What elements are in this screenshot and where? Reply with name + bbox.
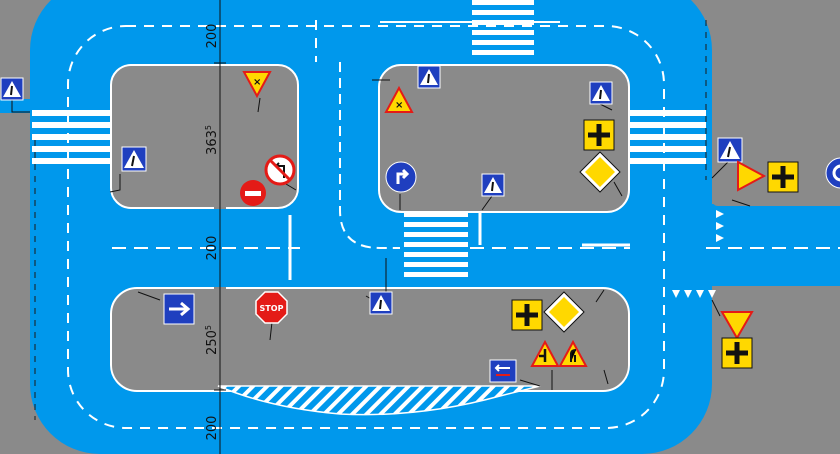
stop-sign-label: STOP — [260, 304, 284, 313]
roundabout-sign-icon — [825, 157, 840, 189]
island-east-lower — [716, 288, 840, 454]
pedestrian-crossing-sign-icon — [0, 77, 24, 101]
dim-top: 200 — [205, 24, 220, 49]
crossroads-warning-sign-icon: × — [242, 71, 272, 99]
one-way-sign-icon — [163, 293, 195, 325]
crosswalk-west — [32, 110, 112, 164]
crossroads-warning-sign-icon: × — [384, 85, 414, 113]
lane-markings — [34, 20, 840, 429]
yield-sign-icon — [737, 160, 767, 192]
pedestrian-crossing-sign-icon — [121, 146, 147, 172]
islands — [110, 62, 840, 454]
priority-crossroad-sign-icon — [721, 337, 753, 369]
priority-crossroad-sign-icon — [767, 161, 799, 193]
priority-crossroad-sign-icon — [583, 119, 615, 151]
ring-lane-line — [67, 25, 665, 429]
crosswalks — [32, 0, 706, 277]
oncoming-priority-sign-icon — [489, 359, 517, 383]
west-road-stub — [0, 99, 35, 113]
pedestrian-crossing-sign-icon — [589, 81, 613, 105]
east-road — [690, 204, 840, 286]
keep-right-sign-icon — [385, 161, 417, 193]
curve-lane-line — [339, 62, 400, 249]
crosswalk-east — [630, 110, 706, 164]
no-left-turn-sign-icon — [264, 154, 296, 186]
pedestrian-crossing-sign-icon — [417, 65, 441, 89]
hatched-area — [217, 385, 541, 416]
dim-upper-block: 3635 — [204, 125, 220, 155]
pedestrian-crossing-sign-icon — [481, 173, 505, 197]
dimension-labels: 200 3635 200 2505 200 — [204, 24, 220, 441]
svg-text:×: × — [395, 100, 403, 111]
stop-sign-icon: STOP — [255, 291, 288, 324]
priority-crossroad-sign-icon — [511, 299, 543, 331]
pedestrian-crossing-sign-icon — [369, 291, 393, 315]
traffic-signs: × × — [0, 65, 840, 383]
side-road-warning-sign-icon — [558, 339, 588, 367]
yield-markings — [672, 210, 724, 298]
dim-middle: 200 — [205, 236, 220, 261]
central-road — [300, 62, 334, 272]
priority-road-sign-icon — [579, 151, 621, 193]
yield-sign-icon — [720, 311, 754, 341]
no-entry-sign-icon — [240, 180, 266, 206]
svg-text:×: × — [253, 77, 261, 88]
crosswalk-center — [404, 212, 468, 277]
dim-lower-block: 2505 — [204, 325, 220, 355]
dim-bottom: 200 — [205, 416, 220, 441]
crosswalk-top — [472, 0, 534, 55]
priority-road-sign-icon — [543, 291, 585, 333]
dimension-line — [214, 0, 226, 454]
island-upper-right — [378, 64, 630, 213]
pedestrian-crossing-sign-icon — [717, 137, 743, 163]
side-road-warning-sign-icon — [530, 339, 560, 367]
